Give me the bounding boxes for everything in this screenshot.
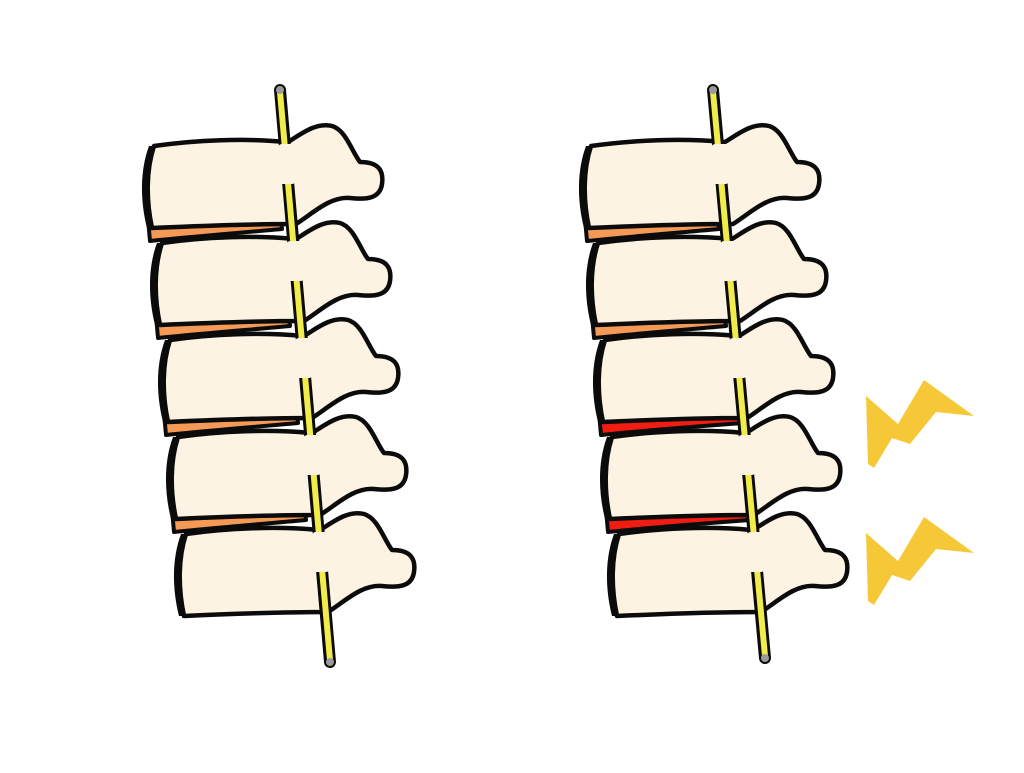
nerve-cover xyxy=(746,532,765,572)
vertebra xyxy=(141,122,385,231)
vertebra-body xyxy=(169,413,409,522)
vertebra xyxy=(578,122,822,231)
nerve-tip-top xyxy=(709,86,717,94)
nerve-cover xyxy=(303,435,322,475)
vertebra-body xyxy=(596,316,836,425)
spine-normal xyxy=(141,84,417,668)
vertebra-shadow xyxy=(592,340,605,422)
nerve-cover xyxy=(311,532,330,572)
nerve-tip-bottom xyxy=(326,658,334,666)
nerve-cover xyxy=(286,241,305,281)
vertebra-body xyxy=(589,219,829,328)
vertebra-shadow xyxy=(173,534,186,616)
pain-indicators xyxy=(866,380,974,605)
vertebra-body xyxy=(582,122,822,231)
vertebra-body xyxy=(153,219,393,328)
spine-damaged xyxy=(578,84,850,664)
lightning-bolt-icon xyxy=(866,380,974,468)
vertebra-shadow xyxy=(578,146,591,228)
vertebra-shadow xyxy=(149,243,162,325)
vertebra-shadow xyxy=(141,146,154,228)
nerve-cover xyxy=(737,435,756,475)
nerve-cover xyxy=(720,241,739,281)
vertebra xyxy=(157,316,401,425)
vertebra-body xyxy=(145,122,385,231)
lightning-bolt-icon xyxy=(866,517,974,605)
nerve-tip-bottom xyxy=(761,654,769,662)
vertebra-body xyxy=(177,510,417,619)
vertebra-shadow xyxy=(599,437,612,519)
nerve-cover xyxy=(729,338,748,378)
vertebra-body xyxy=(603,413,843,522)
vertebra-shadow xyxy=(157,340,170,422)
vertebra-body xyxy=(610,510,850,619)
nerve-cover xyxy=(294,338,313,378)
vertebra-body xyxy=(161,316,401,425)
nerve-cover xyxy=(711,144,730,184)
nerve-cover xyxy=(277,144,296,184)
nerve-tip-top xyxy=(276,86,284,94)
vertebra-shadow xyxy=(585,243,598,325)
vertebra-shadow xyxy=(165,437,178,519)
vertebra-shadow xyxy=(606,534,619,616)
